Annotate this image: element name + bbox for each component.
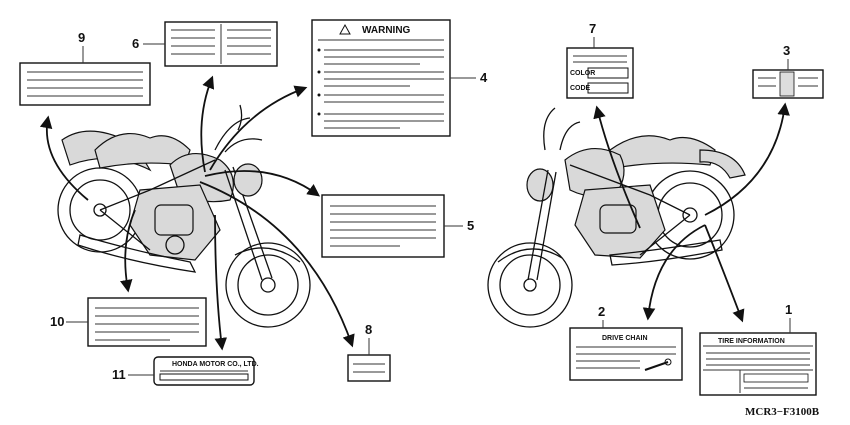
honda-motor-text: HONDA MOTOR CO., LTD. [172,361,259,368]
callout-11: 11 [112,367,126,382]
callout-6: 6 [132,36,139,51]
callout-numbers: 9 6 4 5 10 11 8 7 3 2 1 [50,21,792,382]
callout-3: 3 [783,43,790,58]
warning-text-lines [317,48,444,129]
motorcycle-left-view [57,104,311,328]
callout-9: 9 [78,30,85,45]
callout-1: 1 [785,302,792,317]
callout-10: 10 [50,314,64,329]
callout-7: 7 [589,21,596,36]
callout-8: 8 [365,322,372,337]
motorcycle-right-view [487,107,746,328]
label-1-tire-information: TIRE INFORMATION [699,332,817,396]
callout-4: 4 [480,70,488,85]
label-8 [347,354,391,382]
label-4-warning: WARNING [311,19,451,137]
tire-information-label-text: TIRE INFORMATION [718,338,785,345]
label-3 [752,69,824,99]
drive-chain-label-text: DRIVE CHAIN [602,335,648,342]
label-6 [164,21,278,67]
label-10 [87,297,207,347]
label-5 [321,194,445,258]
label-9 [19,62,151,106]
diagram-code: MCR3−F3100B [745,406,820,418]
color-label-text: COLOR [570,70,595,77]
code-label-text: CODE [570,85,591,92]
callout-2: 2 [598,304,605,319]
label-11: HONDA MOTOR CO., LTD. [153,356,259,386]
label-7: COLOR CODE [566,47,634,99]
location-arrows [39,75,790,351]
label-2-drive-chain: DRIVE CHAIN [569,327,683,381]
callout-5: 5 [467,218,474,233]
warning-label-text: WARNING [362,25,411,36]
